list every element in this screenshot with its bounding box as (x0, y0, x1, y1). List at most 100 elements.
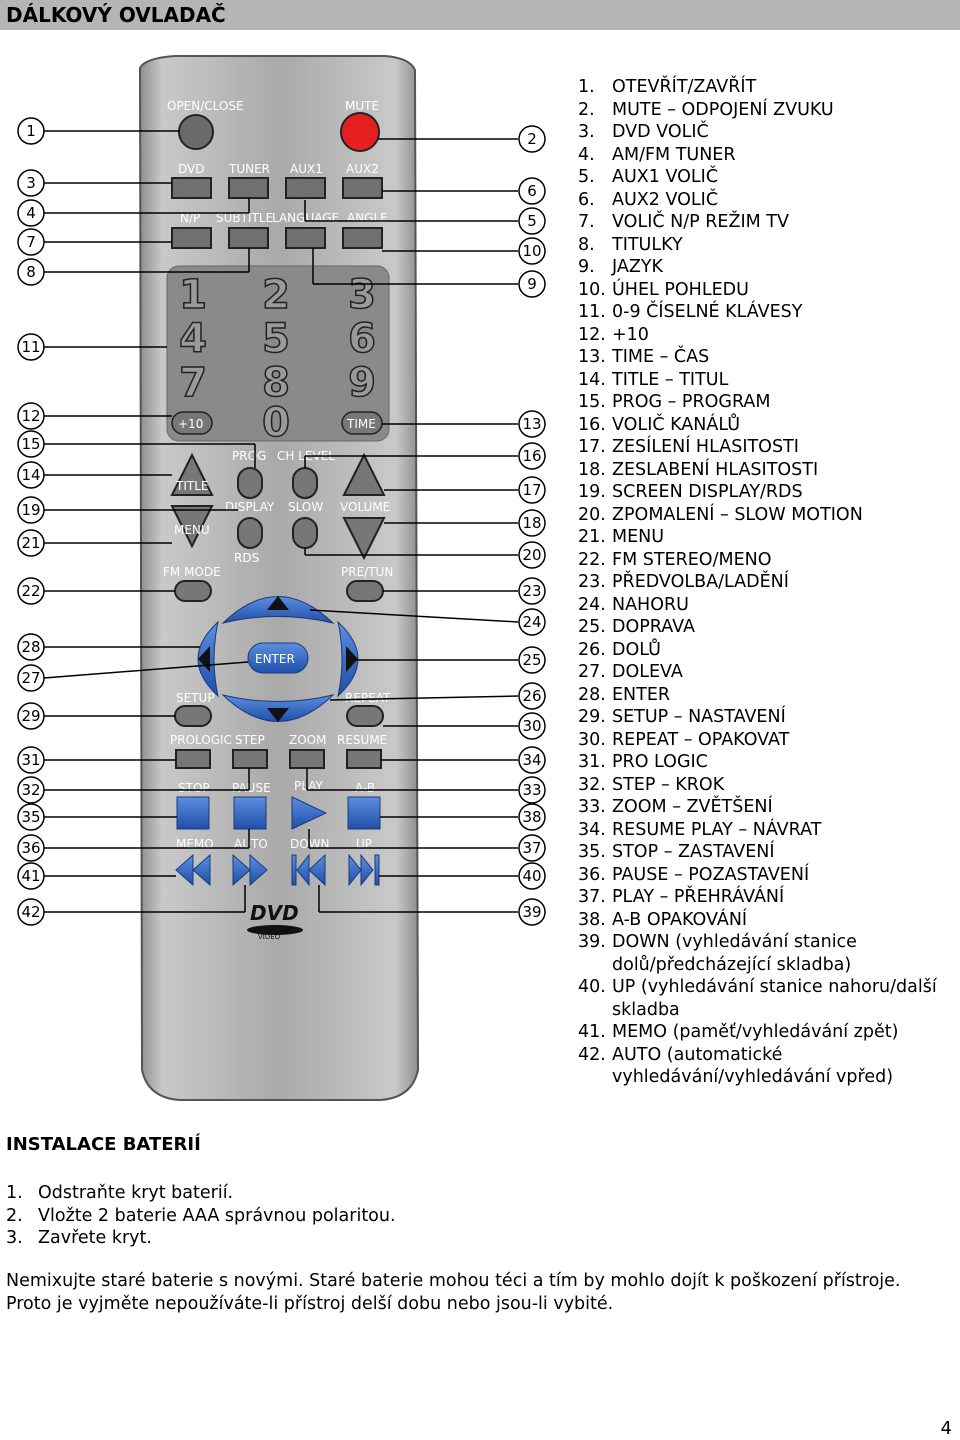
callout-number: 25 (522, 651, 541, 669)
ab-button[interactable] (347, 796, 381, 830)
legend-item: 13.TIME – ČAS (578, 346, 948, 369)
step-button[interactable] (232, 749, 268, 769)
open-close-label: OPEN/CLOSE (167, 99, 244, 113)
auto-button[interactable] (232, 853, 268, 887)
digit-7-button[interactable]: 7 (178, 359, 207, 407)
callout-circle (518, 237, 546, 265)
display-button[interactable] (237, 517, 263, 549)
menu-button[interactable] (170, 505, 214, 549)
legend-item: 32.STEP – KROK (578, 774, 948, 797)
callout-number: 3 (26, 174, 36, 192)
legend-item: 37.PLAY – PŘEHRÁVÁNÍ (578, 886, 948, 909)
title-button[interactable] (170, 452, 214, 496)
prologic-button[interactable] (175, 749, 211, 769)
np-button[interactable] (171, 227, 212, 249)
digit-5-button[interactable]: 5 (261, 315, 290, 363)
callout-number: 24 (522, 613, 541, 631)
language-button[interactable] (285, 227, 326, 249)
callout-number: 13 (522, 415, 541, 433)
mute-button[interactable] (340, 112, 380, 152)
down-button[interactable] (291, 853, 326, 887)
callout-number: 16 (522, 447, 541, 465)
legend-item: 33.ZOOM – ZVĚTŠENÍ (578, 796, 948, 819)
callout-circle (17, 117, 45, 145)
stop-button[interactable] (176, 796, 210, 830)
ch-level-button[interactable] (292, 467, 318, 499)
pre-tun-label: PRE/TUN (341, 565, 393, 579)
digit-8-button[interactable]: 8 (261, 359, 290, 407)
angle-button[interactable] (342, 227, 383, 249)
legend-number: 20. (578, 504, 606, 525)
legend-number: 15. (578, 392, 606, 412)
subtitle-button[interactable] (228, 227, 269, 249)
legend-number: 22. (578, 549, 606, 570)
digit-9-button[interactable]: 9 (347, 359, 376, 407)
digit-6-button[interactable]: 6 (347, 315, 376, 363)
digit-1-button[interactable]: 1 (178, 271, 207, 319)
page-number: 4 (940, 1418, 952, 1439)
legend-item: 31.PRO LOGIC (578, 751, 948, 774)
legend-number: 18. (578, 459, 606, 480)
legend-number: 10. (578, 279, 606, 300)
pause-button[interactable] (233, 796, 267, 830)
digit-4-button[interactable]: 4 (178, 315, 207, 363)
plus10-button[interactable] (171, 411, 213, 435)
digit-0-button[interactable]: 0 (261, 399, 290, 447)
enter-button[interactable] (247, 642, 309, 674)
callout-number: 7 (26, 233, 36, 251)
callout-number: 4 (26, 204, 36, 222)
aux1-button[interactable] (285, 177, 326, 199)
legend-number: 31. (578, 752, 606, 772)
callout-circle (17, 496, 45, 524)
legend-number: 27. (578, 662, 606, 682)
pre-tun-button[interactable] (346, 580, 384, 602)
legend-item: 23.PŘEDVOLBA/LADĚNÍ (578, 571, 948, 594)
digit-2-button[interactable]: 2 (261, 271, 290, 319)
callout-number: 12 (21, 407, 40, 425)
legend-text: RESUME PLAY – NÁVRAT (612, 819, 822, 840)
resume-button[interactable] (346, 749, 382, 769)
callout-number: 36 (21, 839, 40, 857)
zoom-button[interactable] (289, 749, 325, 769)
battery-step: 3.Zavřete kryt. (6, 1227, 396, 1250)
mute-label: MUTE (345, 99, 379, 113)
tuner-button[interactable] (228, 177, 269, 199)
dvd-logo-disc (247, 925, 303, 935)
legend-text: DOLŮ (612, 639, 661, 660)
callout-number: 8 (26, 263, 36, 281)
battery-section-title: INSTALACE BATERIÍ (6, 1134, 201, 1155)
dvd-button[interactable] (171, 177, 212, 199)
callout-circle (17, 402, 45, 430)
legend-item: 17.ZESÍLENÍ HLASITOSTI (578, 436, 948, 459)
digit-3-button[interactable]: 3 (347, 271, 376, 319)
prog-button[interactable] (237, 467, 263, 499)
legend-item: 1.OTEVŘÍT/ZAVŘÍT (578, 76, 948, 99)
legend-item: 5.AUX1 VOLIČ (578, 166, 948, 189)
repeat-button[interactable] (346, 705, 384, 727)
legend-number: 13. (578, 347, 606, 367)
legend-item: 27.DOLEVA (578, 661, 948, 684)
legend-item: 10.ÚHEL POHLEDU (578, 279, 948, 302)
legend-number: 2. (578, 99, 595, 120)
play-button[interactable] (291, 796, 328, 830)
callout-number: 22 (21, 582, 40, 600)
callout-circle (17, 834, 45, 862)
callout-circle (17, 633, 45, 661)
volume-down-button[interactable] (342, 517, 386, 561)
time-label: TIME (346, 417, 376, 431)
callout-number: 29 (21, 707, 40, 725)
legend-item: 7.VOLIČ N/P REŽIM TV (578, 211, 948, 234)
volume-up-button[interactable] (342, 452, 386, 496)
aux2-button[interactable] (342, 177, 383, 199)
up-button[interactable] (348, 853, 380, 887)
legend-text: AUTO (automatické vyhledávání/vyhledáván… (612, 1044, 894, 1088)
callout-circle (17, 529, 45, 557)
slow-button[interactable] (292, 517, 318, 549)
open-close-button[interactable] (178, 114, 214, 150)
angle-label: ANGLE (347, 211, 388, 225)
time-button[interactable] (341, 411, 383, 435)
setup-button[interactable] (174, 705, 212, 727)
memo-button[interactable] (175, 853, 211, 887)
pause-label: PAUSE (232, 781, 271, 795)
fm-mode-button[interactable] (174, 580, 212, 602)
